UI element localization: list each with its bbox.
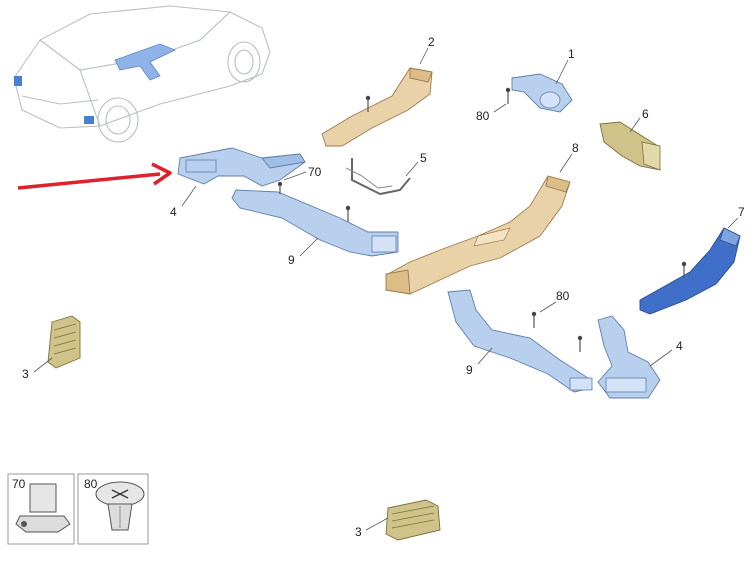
fastener-legend: 70 80 [7, 473, 149, 545]
svg-text:70: 70 [12, 477, 26, 491]
part-8-main-duct[interactable] [385, 153, 573, 295]
fastener-70-clip [277, 171, 307, 194]
callout-labels: 1 2 3 3 4 4 5 6 7 8 9 9 70 80 80 [22, 35, 745, 539]
clip-nut-icon [15, 483, 71, 533]
callout-9-right: 9 [466, 363, 473, 377]
part-6-duct[interactable] [599, 117, 661, 171]
callout-1: 1 [568, 47, 575, 61]
part-9-right-duct[interactable] [447, 289, 593, 393]
callout-6: 6 [642, 107, 649, 121]
part-4-left-duct[interactable] [177, 147, 306, 207]
callout-3-bottom: 3 [355, 525, 362, 539]
part-9-left-duct[interactable] [231, 189, 399, 257]
callout-5: 5 [420, 151, 427, 165]
callout-80-right: 80 [556, 289, 570, 303]
part-5-bracket[interactable] [345, 158, 419, 196]
part-2-duct[interactable] [321, 47, 433, 147]
part-3-vent-left[interactable] [33, 315, 81, 373]
callout-4-right: 4 [676, 339, 683, 353]
callout-9-left: 9 [288, 253, 295, 267]
part-3-vent-bottom[interactable] [365, 499, 441, 541]
part-4-right-duct[interactable] [577, 315, 673, 399]
vehicle-location-illustration [13, 5, 271, 143]
callout-4-left: 4 [170, 205, 177, 219]
callout-8: 8 [572, 141, 579, 155]
callout-70: 70 [308, 165, 322, 179]
part-1-duct[interactable] [493, 59, 573, 113]
part-7-duct[interactable] [639, 217, 741, 315]
svg-text:80: 80 [84, 477, 98, 491]
callout-2: 2 [428, 35, 435, 49]
callout-7: 7 [738, 205, 745, 219]
highlight-arrow-icon [17, 162, 172, 190]
callout-80-top: 80 [476, 109, 490, 123]
push-rivet-icon [95, 481, 145, 531]
callout-3-left: 3 [22, 367, 29, 381]
